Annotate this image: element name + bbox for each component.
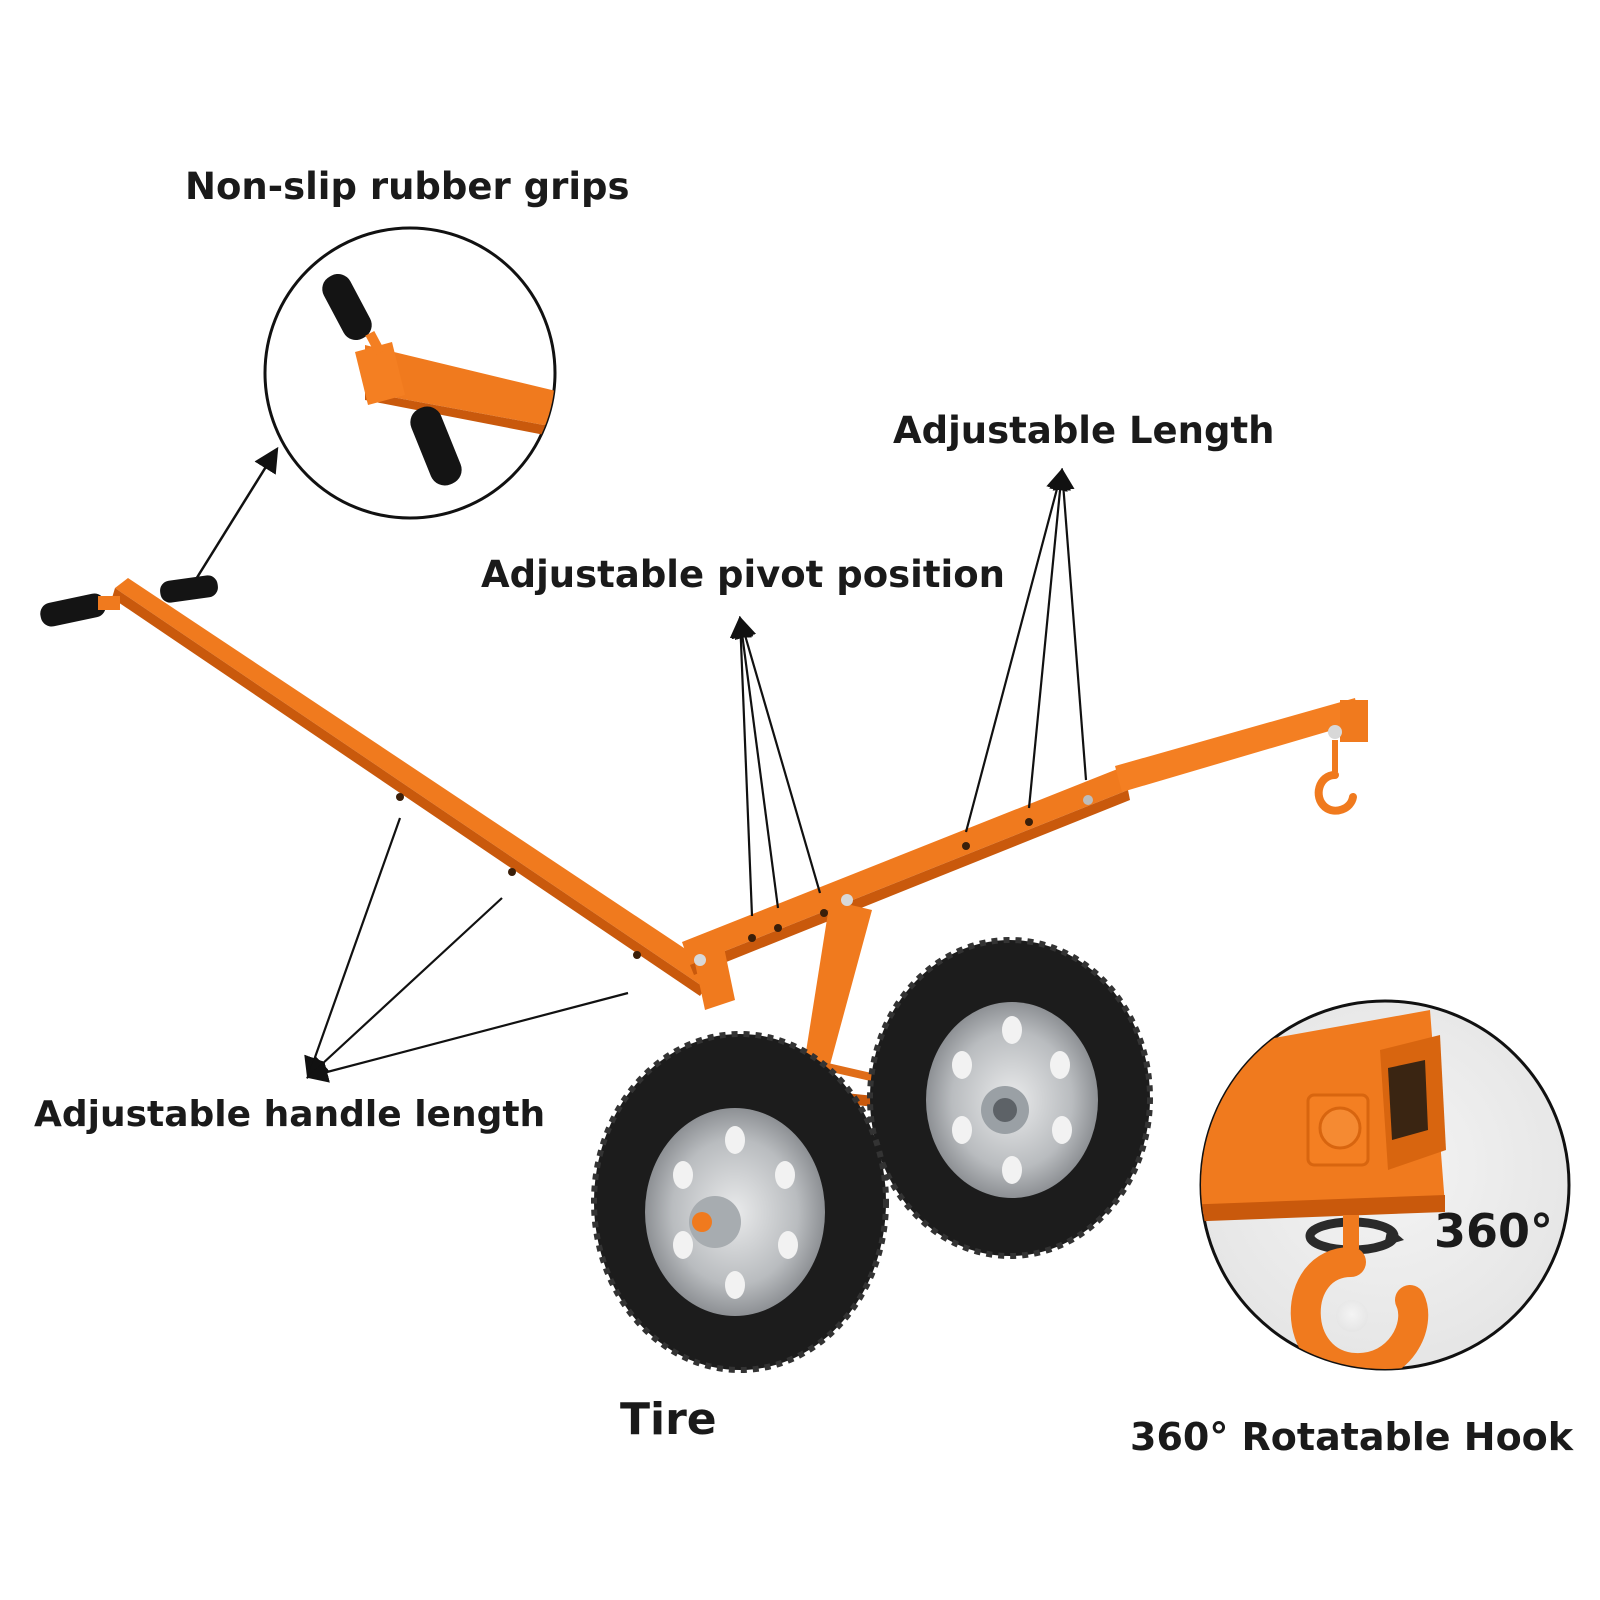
rotation-degrees-label: 360° <box>1434 1204 1554 1258</box>
dolly-frame <box>40 575 1368 1118</box>
grip-pointer-line <box>191 446 279 585</box>
tire-label: Tire <box>620 1394 717 1445</box>
grip-detail-callout <box>263 226 557 520</box>
hook-label: 360° Rotatable Hook <box>1130 1415 1574 1459</box>
pointer-lines <box>304 467 1088 1083</box>
grip-icon <box>322 273 462 486</box>
grips-label: Non-slip rubber grips <box>185 165 630 208</box>
handle-length-label: Adjustable handle length <box>34 1094 546 1135</box>
tire-icon <box>867 937 1153 1259</box>
length-label: Adjustable Length <box>893 409 1275 452</box>
pivot-label: Adjustable pivot position <box>481 553 1005 596</box>
tire-icon <box>591 1031 889 1373</box>
hook-detail-callout <box>1199 999 1571 1371</box>
